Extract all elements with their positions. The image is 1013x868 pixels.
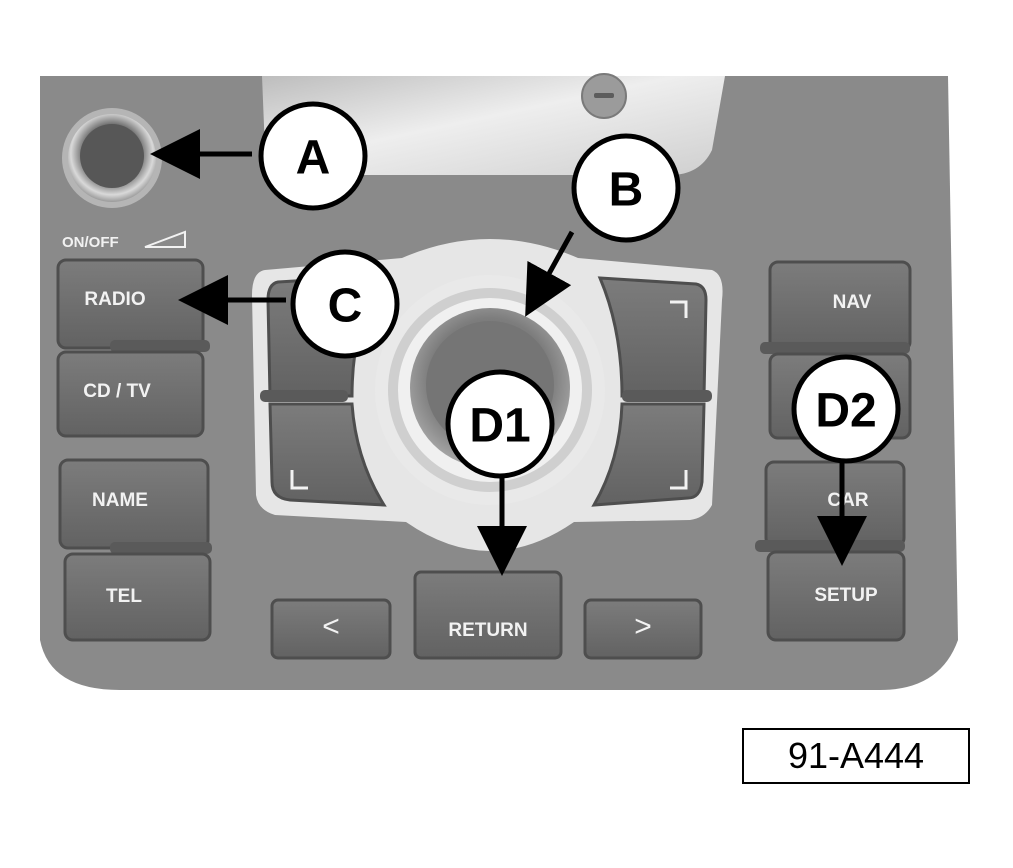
- setup-button-label: SETUP: [814, 585, 878, 606]
- name-button-label: NAME: [92, 490, 148, 511]
- next-button-label: >: [634, 610, 652, 643]
- figure-id-box: 91-A444: [742, 728, 970, 784]
- volume-wedge-icon: [144, 230, 186, 248]
- callout-d1: D1: [445, 369, 555, 479]
- figure-id-label: 91-A444: [787, 735, 925, 776]
- car-button-label: CAR: [827, 490, 868, 511]
- cd-tv-button-label: CD / TV: [83, 381, 151, 402]
- svg-text:C: C: [328, 280, 363, 333]
- on-off-knob[interactable]: [62, 108, 162, 208]
- softkey-bottom-right[interactable]: [591, 402, 706, 507]
- prev-button-label: <: [322, 610, 340, 643]
- prev-button[interactable]: [270, 598, 392, 660]
- callout-a: A: [258, 101, 368, 211]
- corner-mark-icon: [670, 470, 688, 490]
- softkey-bottom-left[interactable]: [268, 402, 387, 507]
- nav-button-label: NAV: [833, 292, 872, 313]
- callout-b: B: [571, 133, 681, 243]
- radio-button-label: RADIO: [84, 289, 145, 310]
- corner-mark-icon: [670, 300, 688, 318]
- svg-text:D2: D2: [815, 385, 876, 438]
- svg-text:D1: D1: [469, 400, 530, 453]
- minus-icon: [594, 93, 614, 98]
- tel-button[interactable]: [63, 552, 212, 642]
- corner-mark-icon: [290, 470, 308, 490]
- next-button[interactable]: [583, 598, 703, 660]
- tel-button-label: TEL: [106, 586, 142, 607]
- svg-text:B: B: [609, 164, 644, 217]
- callout-b-arrow: [525, 230, 575, 317]
- return-button-label: RETURN: [448, 620, 527, 641]
- on-off-label: ON/OFF: [62, 234, 119, 251]
- callout-c: C: [290, 249, 400, 359]
- callout-d2: D2: [791, 354, 901, 464]
- svg-text:A: A: [296, 132, 331, 185]
- cd-tv-button[interactable]: [56, 350, 205, 438]
- left-button-group: RADIO CD / TV NAME TEL: [56, 258, 212, 642]
- return-button[interactable]: [413, 570, 563, 660]
